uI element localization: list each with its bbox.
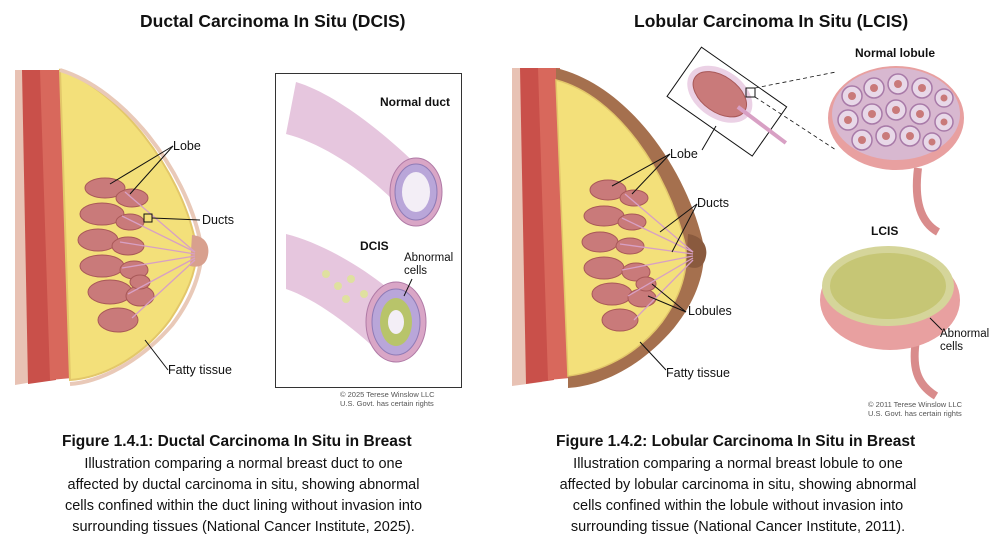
lcis-fatty-tissue-label: Fatty tissue	[666, 366, 730, 380]
dcis-title: Ductal Carcinoma In Situ (DCIS)	[140, 11, 406, 31]
dcis-inset-box: Normal duct DCIS Abnormal cells	[275, 73, 462, 388]
dcis-fatty-tissue-label: Fatty tissue	[168, 363, 232, 377]
lcis-credit-2: U.S. Govt. has certain rights	[868, 409, 962, 418]
lcis-caption-line: affected by lobular carcinoma in situ, s…	[559, 477, 917, 493]
dcis-lobe-label: Lobe	[173, 139, 201, 153]
lcis-abnormal-cells-label-1: Abnormal	[940, 328, 990, 340]
lcis-figure-title: Figure 1.4.2: Lobular Carcinoma In Situ …	[556, 433, 916, 450]
abnormal-cells-label-2: cells	[404, 265, 428, 277]
dcis-caption-line: surrounding tissues (National Cancer Ins…	[72, 519, 415, 535]
normal-duct-label: Normal duct	[380, 95, 451, 109]
lcis-ducts-label: Ducts	[697, 196, 729, 210]
dcis-figure-title: Figure 1.4.1: Ductal Carcinoma In Situ i…	[62, 433, 412, 450]
lcis-figure-caption: Illustration comparing a normal breast l…	[488, 454, 988, 538]
normal-lobule-label: Normal lobule	[855, 46, 936, 60]
lcis-caption-line: Illustration comparing a normal breast l…	[573, 456, 903, 472]
dcis-inset-label: DCIS	[360, 239, 389, 253]
dcis-credit-2: U.S. Govt. has certain rights	[340, 399, 434, 408]
lcis-lobules-label: Lobules	[688, 304, 732, 318]
dcis-caption-line: Illustration comparing a normal breast d…	[84, 456, 403, 472]
dcis-figure-caption: Illustration comparing a normal breast d…	[0, 454, 487, 538]
lcis-caption-line: surrounding tissue (National Cancer Inst…	[570, 519, 906, 535]
lcis-caption-line: cells confined within the lobule without…	[572, 498, 904, 514]
lcis-title: Lobular Carcinoma In Situ (LCIS)	[634, 11, 909, 31]
lcis-lobe-label: Lobe	[670, 147, 698, 161]
lcis-credit-1: © 2011 Terese Winslow LLC	[868, 400, 963, 409]
dcis-caption-line: cells confined within the duct lining wi…	[64, 498, 423, 514]
duct-cross-sections	[286, 82, 443, 363]
lcis-abnormal-cells-label-2: cells	[940, 341, 964, 353]
dcis-caption-line: affected by ductal carcinoma in situ, sh…	[67, 477, 420, 493]
abnormal-cells-label-1: Abnormal	[404, 252, 454, 264]
dcis-ducts-label: Ducts	[202, 213, 234, 227]
dcis-credit-1: © 2025 Terese Winslow LLC	[340, 390, 435, 399]
lcis-label: LCIS	[871, 224, 899, 238]
